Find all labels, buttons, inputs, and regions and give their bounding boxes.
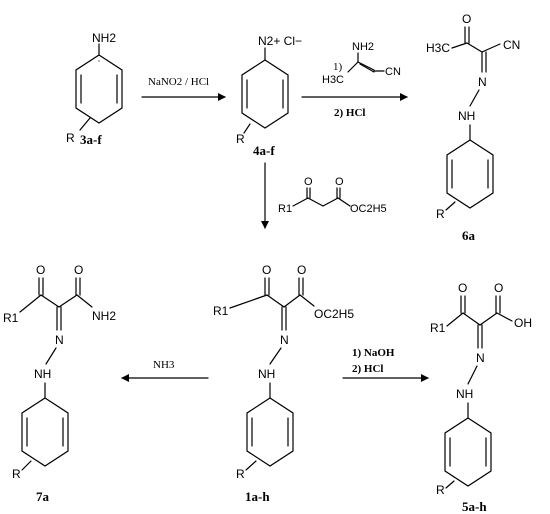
nh2-label: NH2 [352,41,374,53]
r1-label: R1 [430,321,446,335]
reagent-aminocrotononitrile: 1) NH2 H3C CN [322,41,401,86]
o-label: O [297,263,306,277]
o-label: O [494,281,503,295]
oc2h5-label: OC2H5 [350,203,387,215]
r-label: R [236,132,245,146]
o-label: O [462,12,471,26]
n-label: N [478,75,487,89]
o-label: O [304,176,313,188]
compound-label-3a-f: 3a-f [80,132,102,147]
r1-label: R1 [3,311,19,325]
nh-label: NH [458,109,475,123]
nh2-label: NH2 [92,309,116,323]
compound-6a: O H3C CN N NH R 6a [426,12,520,243]
r1-label: R1 [278,203,292,215]
cn-label: CN [385,66,401,78]
o-label: O [36,263,45,277]
reagent-naoh: 1) NaOH [352,347,395,359]
reagent-nh3: NH3 [153,359,175,371]
reagent-ketoester: O R1 O OC2H5 [278,176,387,215]
compound-label-5a-h: 5a-h [462,499,487,514]
reagent-hcl-step2: 2) HCl [334,107,365,119]
r1-label: R1 [213,304,229,318]
r-label: R [436,207,445,221]
compound-3a-f: NH2 R 3a-f [66,31,123,147]
n-label: N [55,333,64,347]
r-label: R [436,483,445,497]
nh2-label: NH2 [92,31,116,45]
r-label: R [236,467,245,481]
compound-label-7a: 7a [36,489,50,504]
cn-label: CN [503,38,520,52]
reagent-hcl: 2) HCl [352,363,383,375]
o-label: O [262,263,271,277]
compound-5a-h: O R1 O OH N NH R 5a-h [430,281,532,514]
o-label: O [458,281,467,295]
r-label: R [66,131,75,145]
h3c-label: H3C [322,74,344,86]
n-label: N [280,333,289,347]
nh-label: NH [258,367,275,381]
nh-label: NH [456,387,473,401]
reagent-diazotization: NaNO2 / HCl [148,76,209,88]
step-1-number: 1) [333,61,343,73]
oh-label: OH [514,316,532,330]
compound-7a: O R1 O NH2 N NH R 7a [3,263,116,504]
oc2h5-label: OC2H5 [314,307,354,321]
compound-4a-f: N2+ Cl− R 4a-f [236,34,302,158]
nh-label: NH [34,367,51,381]
n2cl-label: N2+ Cl− [258,34,302,48]
compound-1a-h: O R1 O OC2H5 N NH R 1a-h [213,263,354,504]
r-label: R [12,467,21,481]
n-label: N [476,351,485,365]
o-label: O [74,263,83,277]
compound-label-1a-h: 1a-h [245,489,270,504]
h3c-label: H3C [426,41,450,55]
o-label: O [335,176,344,188]
compound-label-6a: 6a [462,228,476,243]
compound-label-4a-f: 4a-f [253,143,275,158]
